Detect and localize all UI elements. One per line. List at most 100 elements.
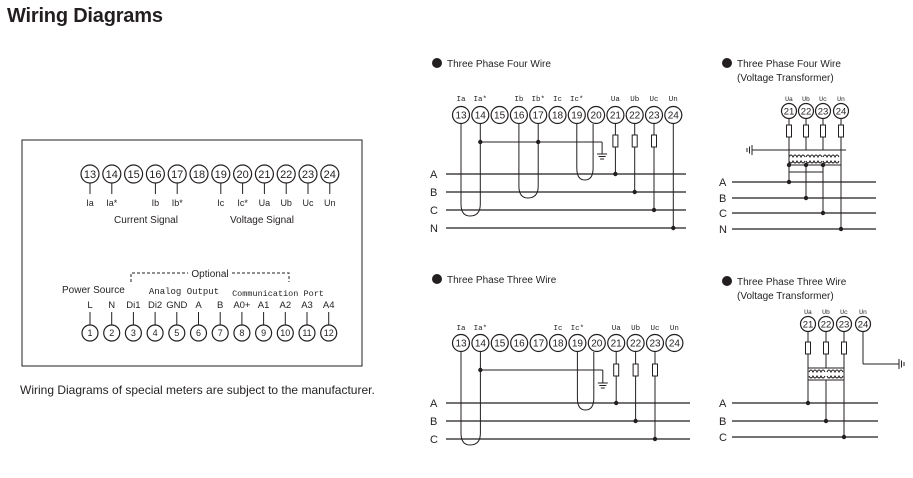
phase-label: N [430, 223, 438, 235]
terminal-20: 20 [233, 164, 253, 184]
diagram-title: Three Phase Three Wire [447, 275, 557, 286]
terminal-23: 23 [835, 315, 853, 333]
terminal-14: 14 [102, 164, 122, 184]
transformer-winding [805, 154, 823, 159]
diagram-subtitle: (Voltage Transformer) [737, 73, 834, 84]
signal-label: Ic [217, 198, 225, 208]
signal-label: Uc [650, 325, 659, 333]
junction-dot [803, 195, 809, 201]
signal-label: Un [324, 198, 336, 208]
terminal-circle [168, 324, 186, 342]
terminal-4: 4 [146, 324, 164, 342]
terminal-number: 19 [215, 169, 227, 181]
terminal-number: 23 [818, 106, 829, 117]
phase-label: B [719, 193, 726, 205]
signal-label: Uc [649, 96, 658, 104]
terminal-number: 20 [236, 169, 248, 181]
terminal-16: 16 [145, 164, 165, 184]
terminal-24: 24 [665, 333, 684, 353]
signal-label: Ua [804, 309, 812, 316]
signal-label: Ia* [106, 198, 118, 208]
bullet-icon [432, 274, 442, 284]
phase-label: B [430, 416, 437, 428]
terminal-number: 4 [153, 328, 158, 338]
communication-port-label: Communication Port [232, 289, 324, 299]
terminal-circle [529, 333, 548, 353]
ct-loop-a [460, 432, 481, 446]
output-label: GND [166, 300, 187, 311]
junction-dot [651, 207, 657, 213]
bullet-icon [722, 58, 732, 68]
signal-label: Ia [456, 325, 466, 333]
terminal-circle [665, 333, 684, 353]
output-label: A4 [323, 300, 335, 311]
output-label: A3 [301, 300, 313, 311]
terminal-circle [103, 324, 121, 342]
terminal-number: 10 [280, 328, 290, 338]
terminal-number: 22 [629, 111, 641, 122]
terminal-circle [451, 105, 471, 125]
phase-label: C [719, 432, 727, 444]
bullet-icon [432, 58, 442, 68]
optional-label: Optional [191, 269, 228, 280]
fuse-symbol [820, 124, 826, 138]
phase-label: A [430, 398, 438, 410]
diagram-title: Three Phase Four Wire [447, 59, 551, 70]
meter-box [21, 139, 363, 367]
terminal-number: 16 [513, 111, 525, 122]
terminal-22: 22 [797, 102, 815, 120]
terminal-13: 13 [80, 164, 100, 184]
terminal-number: 6 [196, 328, 201, 338]
junction-dot [786, 162, 792, 168]
terminal-1: 1 [81, 324, 99, 342]
transformer-winding [822, 154, 840, 159]
terminal-number: 11 [302, 328, 311, 338]
bullet-icon [722, 276, 732, 286]
terminal-number: 16 [514, 339, 526, 350]
terminal-number: 13 [455, 339, 467, 350]
signal-label: Ub [822, 309, 830, 316]
terminal-circle [854, 315, 872, 333]
terminal-number: 1 [87, 328, 92, 338]
phase-label: A [430, 169, 438, 181]
terminal-circle [645, 333, 665, 353]
terminal-number: 19 [571, 111, 583, 122]
terminal-number: 21 [258, 169, 270, 181]
terminal-circle [835, 315, 853, 333]
terminal-number: 24 [668, 111, 680, 122]
terminal-18: 18 [189, 164, 209, 184]
terminal-21: 21 [799, 315, 817, 333]
signal-label: Ia [456, 96, 466, 104]
junction-dot [805, 400, 811, 406]
terminal-number: 22 [821, 319, 832, 330]
fuse-symbol [631, 134, 638, 148]
terminal-number: 14 [475, 339, 487, 350]
output-label: A2 [279, 300, 291, 311]
signal-label: Ub [802, 96, 810, 103]
footnote: Wiring Diagrams of special meters are su… [20, 383, 375, 397]
junction-dot [671, 225, 676, 231]
fuse-symbol [805, 341, 811, 355]
terminal-number: 24 [669, 339, 681, 350]
terminal-number: 8 [239, 328, 244, 338]
transformer-winding [808, 369, 826, 374]
terminal-circle [471, 105, 490, 125]
terminal-circle [529, 105, 548, 125]
junction-dot [838, 226, 844, 232]
terminal-circle [548, 333, 568, 353]
terminal-circle [664, 105, 683, 125]
phase-label: C [430, 434, 438, 446]
signal-label: Ua [611, 96, 621, 104]
signal-label: Ia* [474, 325, 488, 333]
terminal-number: 16 [149, 169, 161, 181]
signal-label: Uc [819, 96, 827, 103]
diagram-title: Three Phase Four Wire [737, 59, 841, 70]
terminal-number: 15 [127, 169, 139, 181]
signal-label: Ib [152, 198, 160, 208]
terminal-circle [124, 164, 144, 184]
phase-label: A [719, 398, 727, 410]
terminal-number: 5 [174, 328, 179, 338]
